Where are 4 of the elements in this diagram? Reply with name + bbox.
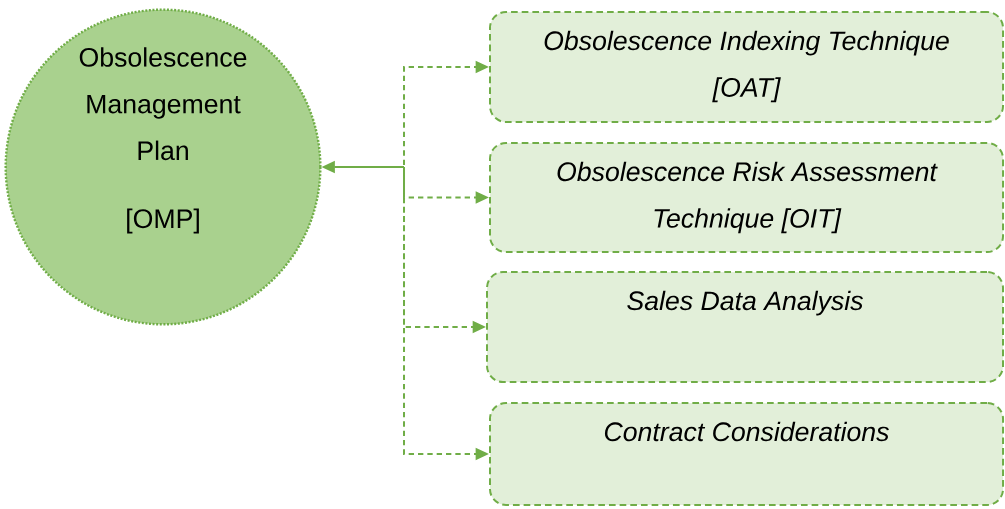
technique-box: Sales Data Analysis xyxy=(486,271,1004,383)
technique-box: Contract Considerations xyxy=(488,402,1005,506)
technique-box: Obsolescence Risk Assessment Technique [OIT] xyxy=(488,141,1005,253)
technique-box: Obsolescence Indexing Technique [OAT] xyxy=(488,11,1005,123)
